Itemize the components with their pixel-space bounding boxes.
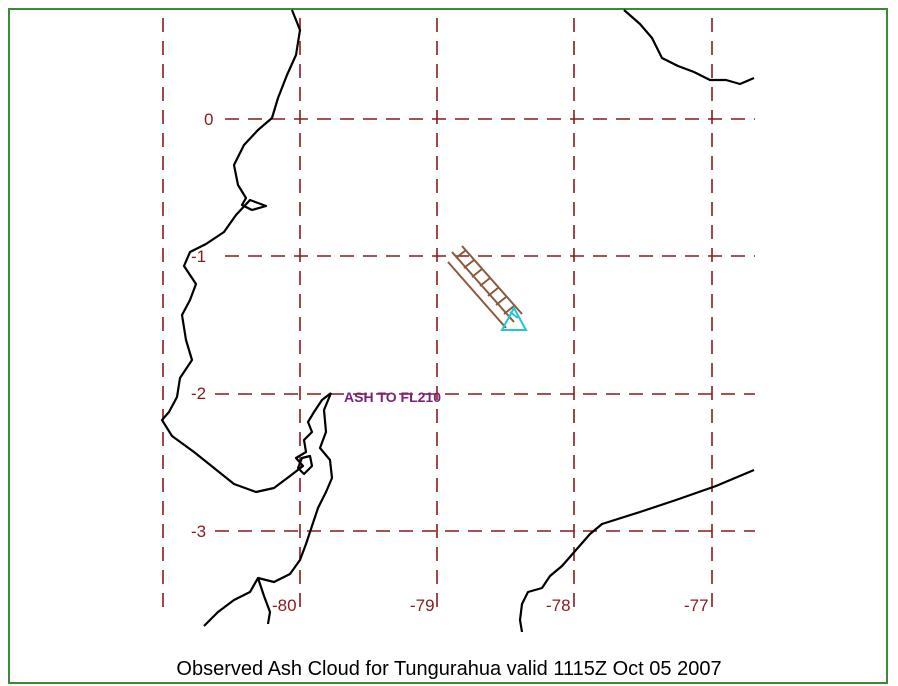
border-ecuador-peru <box>203 392 334 627</box>
ash-plume-edge-lower <box>447 261 507 329</box>
lon-label-minus-80: -80 <box>272 596 297 615</box>
map-frame <box>8 8 888 684</box>
coastlines <box>160 9 755 633</box>
border-lower-left <box>256 577 272 625</box>
hatch <box>479 277 491 287</box>
hatch <box>463 259 475 269</box>
border-lower-right <box>518 468 755 633</box>
ash-altitude-annotation: ASH TO FL210 <box>344 389 441 405</box>
ash-cloud <box>447 245 523 329</box>
border-upper-right <box>623 9 755 86</box>
coastline-gulf-island <box>296 454 314 476</box>
hatch <box>487 287 499 297</box>
hatch <box>455 249 467 259</box>
volcano-triangle-icon <box>500 305 528 331</box>
hatch <box>495 296 507 306</box>
lon-label-minus-78: -78 <box>546 596 571 615</box>
lon-label-minus-79: -79 <box>410 596 435 615</box>
lon-label-minus-77: -77 <box>684 596 709 615</box>
lat-label-minus-1: -1 <box>191 247 206 266</box>
coastline-ecuador <box>160 9 332 494</box>
hatch <box>503 305 515 315</box>
map-caption: Observed Ash Cloud for Tungurahua valid … <box>176 658 722 680</box>
lat-label-minus-2: -2 <box>191 384 206 403</box>
ash-plume-edge-upper <box>461 245 523 315</box>
lat-label-0: 0 <box>204 110 213 129</box>
ash-plume-axis <box>451 251 515 323</box>
ash-plume-hatch <box>455 249 515 315</box>
hatch <box>471 268 483 278</box>
graticule <box>162 18 755 610</box>
lat-label-minus-3: -3 <box>191 522 206 541</box>
